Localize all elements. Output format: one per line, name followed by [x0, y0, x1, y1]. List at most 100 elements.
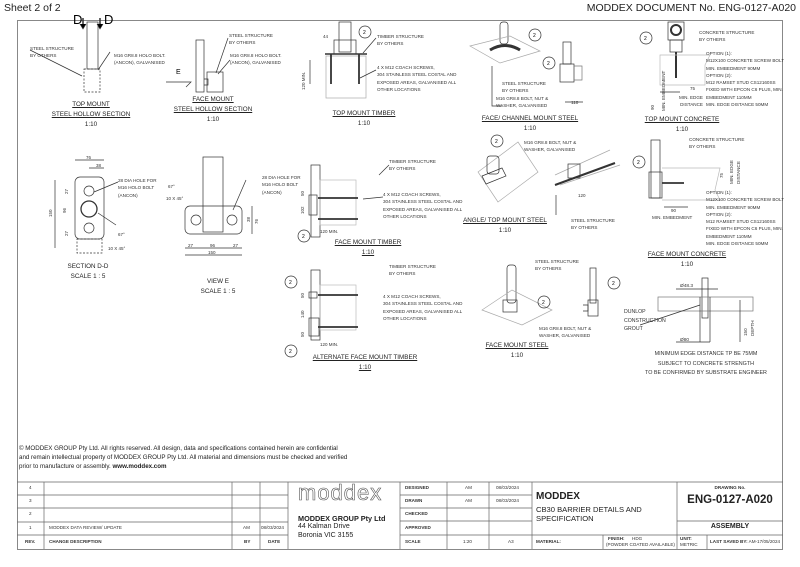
- view-scale: 1:10: [498, 227, 512, 234]
- note-bolt: M16 GR8.8 BOLT, NUT & WASHER, GALVANISED: [496, 96, 549, 109]
- balloon-alt-timber: [284, 275, 298, 289]
- note-bolt: M16 GR8.8 BOLT, NUT & WASHER, GALVANISED: [524, 140, 577, 153]
- view-scale: 1:10: [357, 120, 371, 127]
- top-mount-concrete-drawing: [659, 21, 711, 93]
- dim: 150: [48, 209, 53, 217]
- dim: 96: [210, 243, 216, 248]
- dim-label-edge: MIN. EDGE DISTANCE: [679, 95, 703, 108]
- balloon-face-channel-2: [542, 56, 556, 70]
- view-scale: 1:10: [361, 249, 375, 256]
- note-coach-screws: 4 X M12 COACH SCREWS, 304 STAINLESS STEE…: [377, 65, 457, 92]
- note-hole: 28 DIA HOLE FOR M16 HOLO BOLT (ANCON): [118, 178, 157, 198]
- sheet-number: Sheet 2 of 2: [4, 2, 61, 14]
- dim: 75: [719, 172, 724, 178]
- view-e-drawing: [184, 156, 253, 256]
- dim: 96: [62, 207, 67, 213]
- drawn-label: DRAWN: [405, 498, 423, 503]
- face-mount-concrete-drawing: [648, 139, 721, 208]
- rev-number: 3: [29, 498, 32, 503]
- balloon-number: 2: [637, 160, 640, 166]
- dim: 120 MIN.: [320, 342, 338, 347]
- note-holo-bolt: M16 GR8.8 HOLO BOLT. (ANCON), GALVANISED: [114, 53, 166, 66]
- dim: 38: [246, 216, 251, 222]
- view-mark-e: E: [176, 69, 181, 76]
- view-title-face-timber: FACE MOUNT TIMBER 1:10: [335, 238, 402, 258]
- balloon-number: 2: [644, 36, 647, 42]
- note-steel-structure: STEEL STRUCTURE BY OTHERS: [30, 46, 74, 59]
- note-options: OPTION (1): M12X100 CONCRETE SCREW BOLT …: [706, 190, 785, 247]
- dim: 102: [300, 206, 305, 214]
- title-line: FACE MOUNT TIMBER: [334, 239, 402, 246]
- drawing-title: MODDEX: [536, 491, 580, 502]
- rev-number: 1: [29, 525, 32, 530]
- note-coach-screws: 4 X M12 COACH SCREWS, 304 STAINLESS STEE…: [383, 192, 463, 219]
- title-line: STEEL HOLLOW SECTION: [173, 106, 253, 113]
- designed-label: DESIGNED: [405, 485, 429, 490]
- dim: 76: [86, 155, 92, 160]
- copyright-text: © MODDEX GROUP Pty Ltd. All rights reser…: [19, 445, 348, 471]
- view-scale: SCALE 1 : 5: [70, 273, 106, 280]
- rev-date: 08/03/2024: [261, 525, 284, 530]
- website-link[interactable]: www.moddex.com: [112, 463, 167, 471]
- note-concrete: CONCRETE STRUCTURE BY OTHERS: [699, 30, 755, 43]
- alt-face-timber-drawing: [308, 269, 358, 341]
- title-line: FACE MOUNT CONCRETE: [647, 251, 727, 258]
- balloon-top-timber: [358, 25, 372, 39]
- note-grout: DUNLOP CONSTRUCTION GROUT: [624, 309, 666, 332]
- note-holo-bolt: M16 GR8.8 HOLO BOLT. (ANCON), GALVANISED: [230, 53, 282, 66]
- view-scale: 1:10: [84, 121, 98, 128]
- company-name: MODDEX GROUP Pty Ltd: [298, 514, 386, 523]
- finish-label: FINISH:: [608, 536, 625, 541]
- dim: 27: [64, 188, 69, 194]
- sheet-size: A3: [508, 539, 514, 544]
- designed-date: 08/03/2024: [496, 485, 519, 490]
- note-options: OPTION (1): M12X100 CONCRETE SCREW BOLT …: [706, 51, 785, 108]
- note-coach-screws: 4 X M12 COACH SCREWS, 304 STAINLESS STEE…: [383, 294, 463, 321]
- last-saved: LAST SAVED BY: AM-17/05/2024: [710, 539, 780, 544]
- designed-by: AM: [465, 485, 472, 490]
- dim: 67°: [118, 232, 125, 237]
- dim-110: 110: [571, 100, 579, 105]
- dim: 50: [300, 331, 305, 337]
- document-number: MODDEX DOCUMENT No. ENG-0127-A020: [586, 2, 796, 14]
- view-scale: 1:10: [680, 261, 694, 268]
- rev-description: MODDEX DATA REVIEW/ UPDATE: [49, 525, 122, 530]
- drawn-by: AM: [465, 498, 472, 503]
- drawn-date: 08/03/2024: [496, 498, 519, 503]
- note-steel-structure: STEEL STRUCTURE BY OTHERS: [502, 81, 546, 94]
- dim: 120 MIN.: [320, 229, 338, 234]
- address-line-2: Boronia VIC 3155: [298, 532, 354, 539]
- note-timber: TIMBER STRUCTURE BY OTHERS: [389, 159, 436, 172]
- scale-label: SCALE: [405, 539, 421, 544]
- dim: 10 X 45°: [108, 246, 126, 251]
- note-timber: TIMBER STRUCTURE BY OTHERS: [389, 264, 436, 277]
- note-edge-distance: MINIMUM EDGE DISTANCE TP BE 75MM SUBJECT…: [645, 351, 767, 376]
- balloon-number: 2: [542, 300, 545, 306]
- dim-embedment: 90: [650, 104, 655, 110]
- dim: 27: [233, 243, 239, 248]
- header-rev: REV.: [25, 539, 36, 544]
- balloon-number: 2: [612, 281, 615, 287]
- balloon-face-timber: [297, 229, 311, 243]
- approved-label: APPROVED: [405, 525, 431, 530]
- balloon-face-steel-2: [607, 276, 621, 290]
- drawing-frame: [17, 20, 783, 550]
- dim: 140: [300, 310, 305, 318]
- title-line: ANGLE/ TOP MOUNT STEEL: [463, 217, 547, 224]
- dim-label-embedment: MIN. EMBEDMENT: [652, 215, 693, 220]
- address-line-1: 44 Kalman Drive: [298, 523, 350, 530]
- note-bolt: M16 GR8.8 BOLT, NUT & WASHER, GALVANISED: [539, 326, 592, 339]
- face-channel-steel-drawing: [469, 21, 583, 107]
- header-by: BY: [244, 539, 251, 544]
- section-mark-d-right: D: [104, 12, 113, 27]
- dim: 27: [188, 243, 194, 248]
- top-mount-timber-drawing: [309, 21, 377, 99]
- balloon-face-channel: [528, 28, 542, 42]
- title-line: STEEL HOLLOW SECTION: [51, 111, 131, 118]
- finish-note: (POWDER COATED AVAILABLE): [606, 542, 675, 547]
- drawing-no-label: DRAWING No.: [714, 485, 746, 490]
